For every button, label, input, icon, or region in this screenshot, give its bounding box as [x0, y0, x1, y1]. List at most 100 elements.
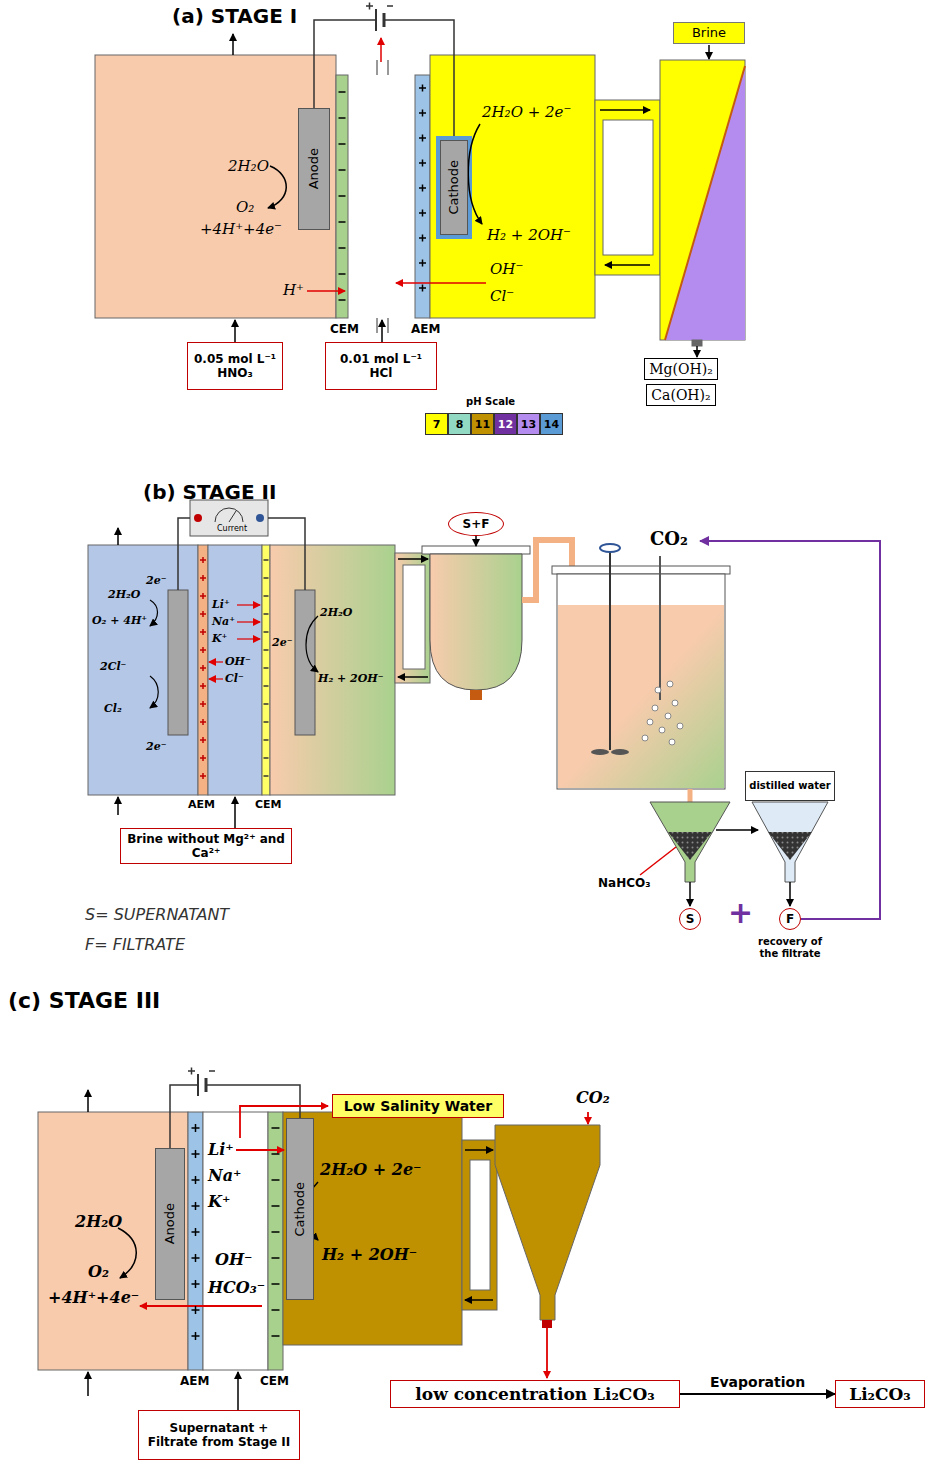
stage2-cell — [403, 565, 425, 669]
membrane-charge — [339, 169, 346, 171]
stage2-cell — [470, 690, 482, 700]
membrane-charge — [422, 160, 424, 167]
text-label: F= FILTRATE — [85, 935, 185, 954]
feed-box: Brine without Mg²⁺ and Ca²⁺ — [120, 828, 292, 864]
stage1-cell — [692, 340, 702, 346]
text-label: AEM — [188, 798, 215, 811]
stage1-cell — [95, 55, 336, 318]
legend-text: 12 — [498, 418, 513, 431]
membrane-charge — [422, 135, 424, 142]
stage2-cell — [642, 735, 648, 741]
membrane-charge — [264, 721, 269, 723]
product-box: Mg(OH)₂ — [644, 358, 718, 380]
text-label: 2H₂O — [75, 1212, 122, 1231]
membrane-charge — [339, 221, 346, 223]
stage3-arrows — [118, 1228, 136, 1278]
stage2-cell — [640, 847, 676, 875]
node-text: distilled water — [749, 780, 831, 792]
membrane-charge — [195, 1202, 197, 1210]
stage1-arrows — [307, 290, 345, 292]
stage2-cell — [668, 832, 712, 860]
stage1-wiring — [383, 13, 386, 27]
membrane-charge — [264, 613, 269, 615]
text-label: S= SUPERNATANT — [85, 905, 229, 924]
product-box: low concentration Li₂CO₃ — [390, 1380, 680, 1408]
stage1-arrows — [468, 124, 482, 224]
node-text: Cathode — [446, 160, 462, 215]
stage3-cell — [38, 1068, 600, 1371]
text-label: OH⁻ — [215, 1250, 253, 1269]
text-label: 2H₂O — [320, 606, 352, 619]
stage2-arrows — [398, 558, 428, 560]
stage2-cell — [208, 545, 262, 795]
stage3-arrows — [587, 1112, 589, 1124]
membrane-charge — [195, 1176, 197, 1184]
stage2-cell — [256, 514, 264, 522]
text-label: HCO₃⁻ — [208, 1278, 265, 1297]
stage2-arrows — [150, 600, 158, 626]
membrane-charge — [264, 631, 269, 633]
stage1-arrows — [696, 346, 698, 357]
stage1-wiring — [314, 3, 454, 137]
text-label: Cl₂ — [104, 702, 122, 715]
node-text: Cathode — [292, 1182, 308, 1237]
stage1-cell — [603, 120, 653, 255]
text-label: H₂ + 2OH⁻ — [322, 1245, 417, 1264]
product-box: Ca(OH)₂ — [646, 384, 716, 406]
membrane-charge — [339, 195, 346, 197]
text-label: + — [728, 898, 753, 928]
membrane-charge — [202, 665, 204, 671]
text-label: Li⁺ — [212, 598, 230, 611]
text-label: 2e⁻ — [272, 636, 292, 649]
membrane-charge — [339, 299, 346, 301]
text-label: 2e⁻ — [146, 574, 166, 587]
stage2-arrows — [716, 829, 758, 831]
membrane-charge — [339, 91, 346, 93]
membrane-charge — [202, 557, 204, 563]
membrane-charge — [422, 235, 424, 242]
electrode: Anode — [155, 1148, 185, 1300]
stage3-arrows — [465, 1149, 493, 1151]
stage3-cell — [283, 1112, 462, 1345]
stage1-arrows — [268, 166, 286, 208]
stage2-cell — [669, 739, 675, 745]
membrane-charge — [272, 1231, 280, 1233]
stage2-cell — [650, 802, 730, 882]
text-label: 2e⁻ — [146, 740, 166, 753]
stage2-cell — [552, 566, 730, 574]
text-label: +4H⁺+4e⁻ — [200, 220, 282, 238]
text-label: OH⁻ — [490, 260, 523, 278]
stage3-arrows — [87, 1372, 89, 1396]
stage2-cell — [88, 545, 198, 795]
node-text: Brine — [692, 25, 726, 41]
membrane-charge — [202, 629, 204, 635]
text-label: H₂ + 2OH⁻ — [318, 672, 384, 685]
stage2-cell — [295, 590, 315, 735]
membrane-charge — [202, 701, 204, 707]
text-label: CEM — [255, 798, 282, 811]
stage2-cell — [215, 508, 243, 522]
legend-text: 13 — [521, 418, 536, 431]
stage2-cell — [642, 681, 683, 745]
membrane-charge — [272, 1309, 280, 1311]
membrane-charge — [195, 1332, 197, 1340]
stage2-arrows — [209, 678, 223, 679]
text-label: 2Cl⁻ — [100, 660, 126, 673]
input-oval: S+F — [448, 512, 504, 536]
feed-box: Supernatant + Filtrate from Stage II — [138, 1410, 300, 1460]
output-circle: F — [779, 908, 801, 930]
membrane-charge — [202, 755, 204, 761]
text-label: O₂ + 4H⁺ — [92, 614, 147, 627]
legend-text: 11 — [475, 418, 490, 431]
stage2-arrows — [237, 604, 260, 605]
membrane-charge — [195, 1124, 197, 1132]
membrane-charge — [202, 683, 204, 689]
node-text: Ca(OH)₂ — [651, 387, 710, 403]
stage1-wiring — [314, 20, 454, 136]
stage3-arrows — [465, 1299, 493, 1301]
membrane-charge — [422, 110, 424, 117]
membrane-charge — [264, 667, 269, 669]
stage3-arrows — [87, 1090, 89, 1112]
membrane-charge — [202, 611, 204, 617]
